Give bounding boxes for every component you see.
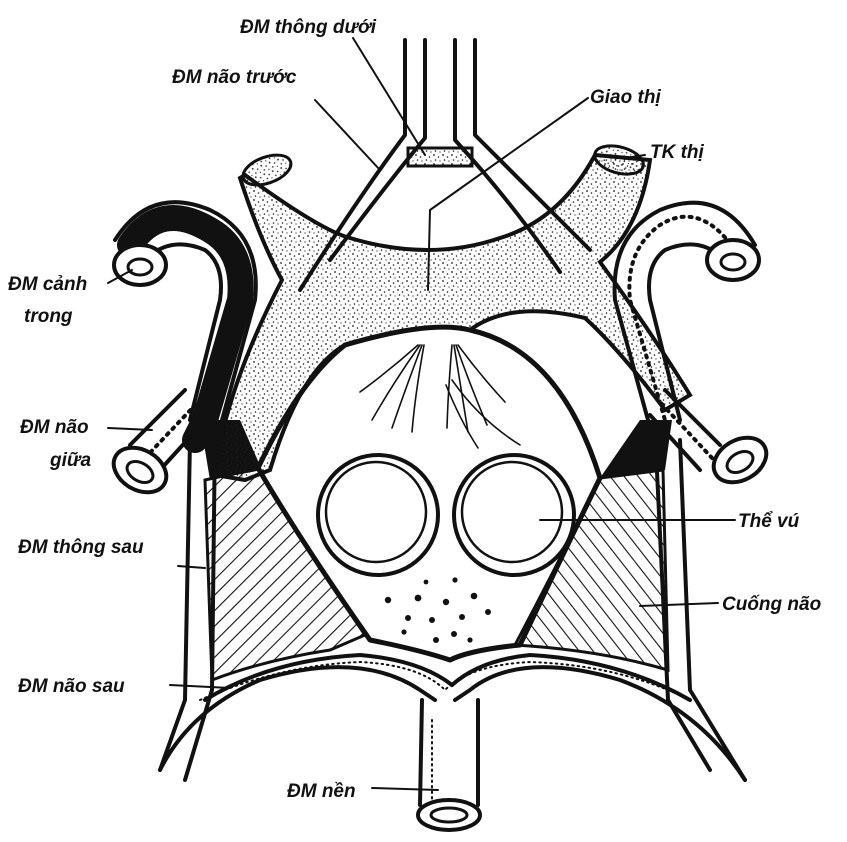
label-dm-thong-sau: ĐM thông sau	[18, 537, 144, 558]
label-dm-canh-trong-2: trong	[24, 306, 73, 327]
posterior-cerebral-arteries	[160, 655, 745, 780]
left-optic-nerve-cut	[239, 149, 295, 191]
label-the-vu: Thể vú	[738, 511, 800, 532]
basilar-artery	[418, 700, 480, 830]
label-dm-nao-truoc: ĐM não trước	[172, 67, 297, 88]
label-giao-thi: Giao thị	[590, 87, 661, 108]
label-tk-thi: TK thị	[650, 142, 705, 163]
label-cuong-nao: Cuống não	[722, 594, 821, 615]
anterior-communicating-artery	[408, 148, 472, 166]
label-dm-nao-giua-1: ĐM não	[20, 417, 89, 438]
label-dm-thong-duoi: ĐM thông dưới	[240, 17, 377, 38]
label-dm-nen: ĐM nền	[287, 781, 356, 802]
posterior-perforated-substance	[385, 577, 491, 643]
hypophysis-stalk-fibers	[360, 345, 520, 448]
label-dm-nao-giua-2: giữa	[49, 450, 91, 471]
label-dm-nao-sau: ĐM não sau	[18, 676, 125, 697]
mammillary-bodies	[318, 455, 574, 575]
label-dm-canh-trong-1: ĐM cảnh	[8, 274, 87, 295]
